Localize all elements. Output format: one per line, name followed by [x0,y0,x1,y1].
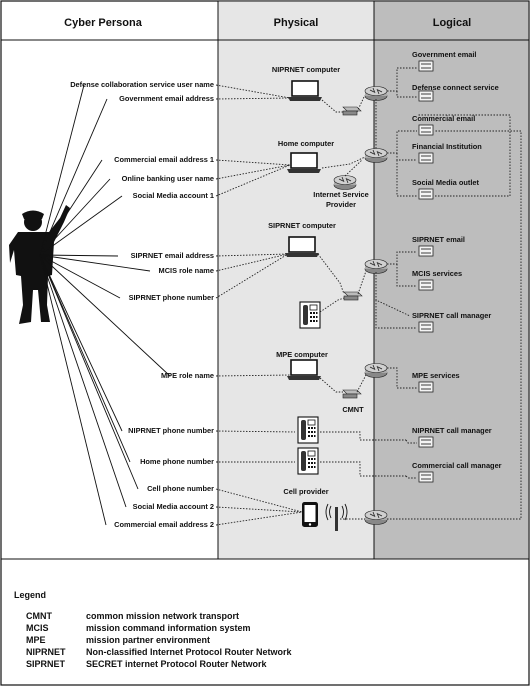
siprnet-call-manager-server-icon [418,321,434,333]
legend-text: SECRET internet Protocol Router Network [86,659,268,669]
logical-label: Defense connect service [412,83,499,92]
mpe-router-icon [364,363,388,378]
persona-label: NIPRNET phone number [128,426,214,435]
niprnet-switch-icon [342,106,362,116]
legend-abbr: MPE [26,635,46,645]
legend-text: mission partner environment [86,635,210,645]
logical-label: Government email [412,50,476,59]
mcis-services-server-icon [418,279,434,291]
isp-label-2: Provider [326,200,356,209]
persona-label: Government email address [119,94,214,103]
cell-phone-icon [302,502,318,527]
logical-label: SIPRNET call manager [412,311,491,320]
government-email-server-icon [418,60,434,72]
cell-provider-label: Cell provider [283,487,328,496]
niprnet-computer-label: NIPRNET computer [272,65,340,74]
home-desk-phone-icon [297,447,319,475]
cmnt-switch-icon [342,389,362,399]
cmnt-label: CMNT [342,405,364,414]
header-physical: Physical [274,17,319,29]
legend-abbr: MCIS [26,623,49,633]
legend-text: common mission network transport [86,611,239,621]
siprnet-router-icon [364,259,388,274]
soldier-silhouette-icon [9,205,70,324]
logical-links [375,67,511,479]
header-cyber-persona: Cyber Persona [64,17,143,29]
persona-label: MCIS role name [159,266,214,275]
legend-text: mission command information system [86,623,251,633]
persona-label: Commercial email address 1 [114,155,214,164]
persona-label: Commercial email address 2 [114,520,214,529]
persona-label: Cell phone number [147,484,214,493]
social-media-server-icon [418,188,434,200]
logical-label: Social Media outlet [412,178,479,187]
siprnet-laptop-icon [284,236,320,258]
niprnet-desk-phone-icon [297,416,319,444]
home-router-icon [364,148,388,163]
logical-label: SIPRNET email [412,235,465,244]
isp-router-icon [333,175,357,190]
persona-label: MPE role name [161,371,214,380]
niprnet-laptop-icon [287,80,323,102]
isp-label: Internet Service [313,190,368,199]
persona-label: Social Media account 1 [133,191,214,200]
legend-title: Legend [14,590,46,600]
cell-tower-icon [325,503,348,531]
niprnet-router-icon [364,86,388,101]
cell-router-icon [364,510,388,525]
legend-abbr: CMNT [26,611,52,621]
persona-label: Social Media account 2 [133,502,214,511]
persona-device-links [215,84,303,526]
commercial-email-server-icon [418,124,434,136]
logical-label: NIPRNET call manager [412,426,492,435]
persona-label: Online banking user name [122,174,214,183]
siprnet-computer-label: SIPRNET computer [268,221,336,230]
financial-institution-server-icon [418,152,434,164]
siprnet-email-server-icon [418,245,434,257]
niprnet-call-manager-server-icon [418,436,434,448]
legend-text: Non-classified Internet Protocol Router … [86,647,293,657]
logical-label: MCIS services [412,269,462,278]
logical-label: MPE services [412,371,460,380]
persona-label: SIPRNET email address [131,251,214,260]
defense-connect-server-icon [418,90,434,102]
mpe-computer-label: MPE computer [276,350,328,359]
home-laptop-icon [286,152,322,174]
persona-label: Home phone number [140,457,214,466]
mpe-laptop-icon [286,359,322,381]
header-logical: Logical [433,17,472,29]
logical-column [373,0,530,560]
logical-label: Financial Institution [412,142,482,151]
home-computer-label: Home computer [278,139,334,148]
legend-abbr: NIPRNET [26,647,66,657]
legend-abbr: SIPRNET [26,659,66,669]
logical-label: Commercial email [412,114,475,123]
persona-label: SIPRNET phone number [129,293,215,302]
siprnet-desk-phone-icon [299,301,321,329]
persona-lines [39,84,171,526]
mpe-services-server-icon [418,381,434,393]
logical-label: Commercial call manager [412,461,502,470]
legend: Legend CMNT common mission network trans… [14,590,293,669]
commercial-call-manager-server-icon [418,471,434,483]
persona-label: Defense collaboration service user name [70,80,214,89]
